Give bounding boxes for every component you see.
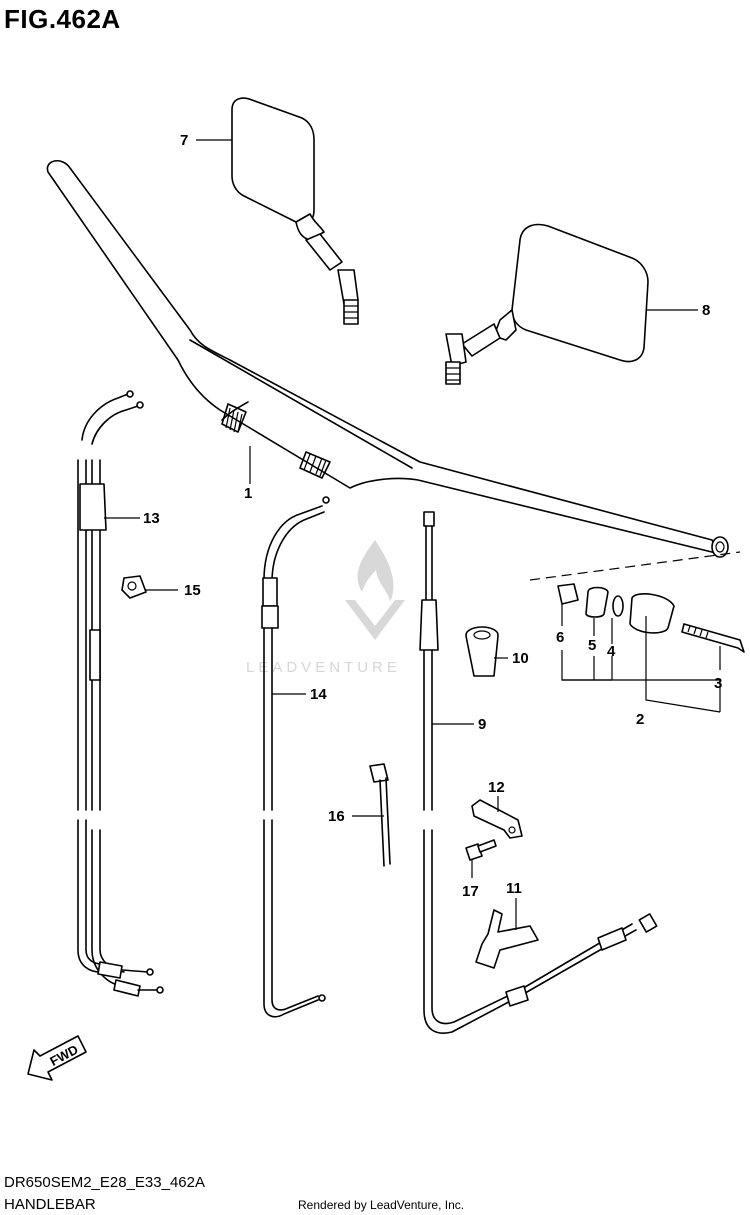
mirror-right[interactable]	[445, 223, 649, 385]
balancer-bracket-lines	[561, 616, 721, 713]
balancer-nut[interactable]	[557, 583, 579, 605]
balancer-screw[interactable]	[681, 623, 745, 653]
callout-2[interactable]: 2	[636, 711, 644, 728]
watermark-text: LEADVENTURE	[246, 659, 401, 676]
callout-3[interactable]: 3	[714, 675, 722, 692]
balancer-weight[interactable]	[629, 593, 675, 634]
figure-title: FIG.462A	[4, 4, 121, 34]
callout-6[interactable]: 6	[556, 629, 564, 646]
fwd-arrow: FWD	[27, 1035, 87, 1081]
bracket-bolt[interactable]	[465, 839, 497, 861]
throttle-grip[interactable]	[465, 626, 499, 677]
callout-leaders	[104, 139, 721, 930]
callout-14[interactable]: 14	[310, 686, 327, 703]
watermark-logo: LEADVENTURE	[246, 540, 405, 676]
fwd-label: FWD	[47, 1042, 80, 1069]
callout-15[interactable]: 15	[184, 582, 201, 599]
callout-10[interactable]: 10	[512, 650, 529, 667]
clamp-band[interactable]	[369, 763, 391, 867]
callout-9[interactable]: 9	[478, 716, 486, 733]
balancer-collar[interactable]	[585, 586, 609, 618]
switch-bracket[interactable]	[475, 909, 539, 969]
callout-11[interactable]: 11	[506, 880, 522, 897]
callout-16[interactable]: 16	[328, 808, 345, 825]
handlebar[interactable]	[46, 160, 729, 558]
callout-8[interactable]: 8	[702, 302, 710, 319]
cable-bracket[interactable]	[471, 799, 523, 839]
decompression-cable[interactable]	[261, 496, 330, 1018]
callout-7[interactable]: 7	[180, 132, 188, 149]
callout-17[interactable]: 17	[462, 883, 479, 900]
mirror-left[interactable]	[231, 97, 359, 325]
handlebar-cut-line	[529, 551, 741, 581]
clutch-cable[interactable]	[419, 511, 658, 1034]
cable-clip[interactable]	[121, 575, 147, 599]
callout-4[interactable]: 4	[607, 643, 616, 660]
diagram-code: DR650SEM2_E28_E33_462A	[4, 1174, 205, 1191]
callout-13[interactable]: 13	[143, 510, 160, 527]
callout-5[interactable]: 5	[588, 637, 596, 654]
callout-labels: 1 2 3 4 5 6 7 8 9 10 11 12 13 14 15 16 1…	[143, 132, 722, 900]
throttle-cable-set[interactable]	[77, 390, 164, 997]
callout-1[interactable]: 1	[244, 485, 252, 502]
balancer-washer[interactable]	[612, 595, 624, 617]
render-credit: Rendered by LeadVenture, Inc.	[298, 1198, 465, 1212]
callout-12[interactable]: 12	[488, 779, 505, 796]
diagram-name: HANDLEBAR	[4, 1196, 96, 1213]
